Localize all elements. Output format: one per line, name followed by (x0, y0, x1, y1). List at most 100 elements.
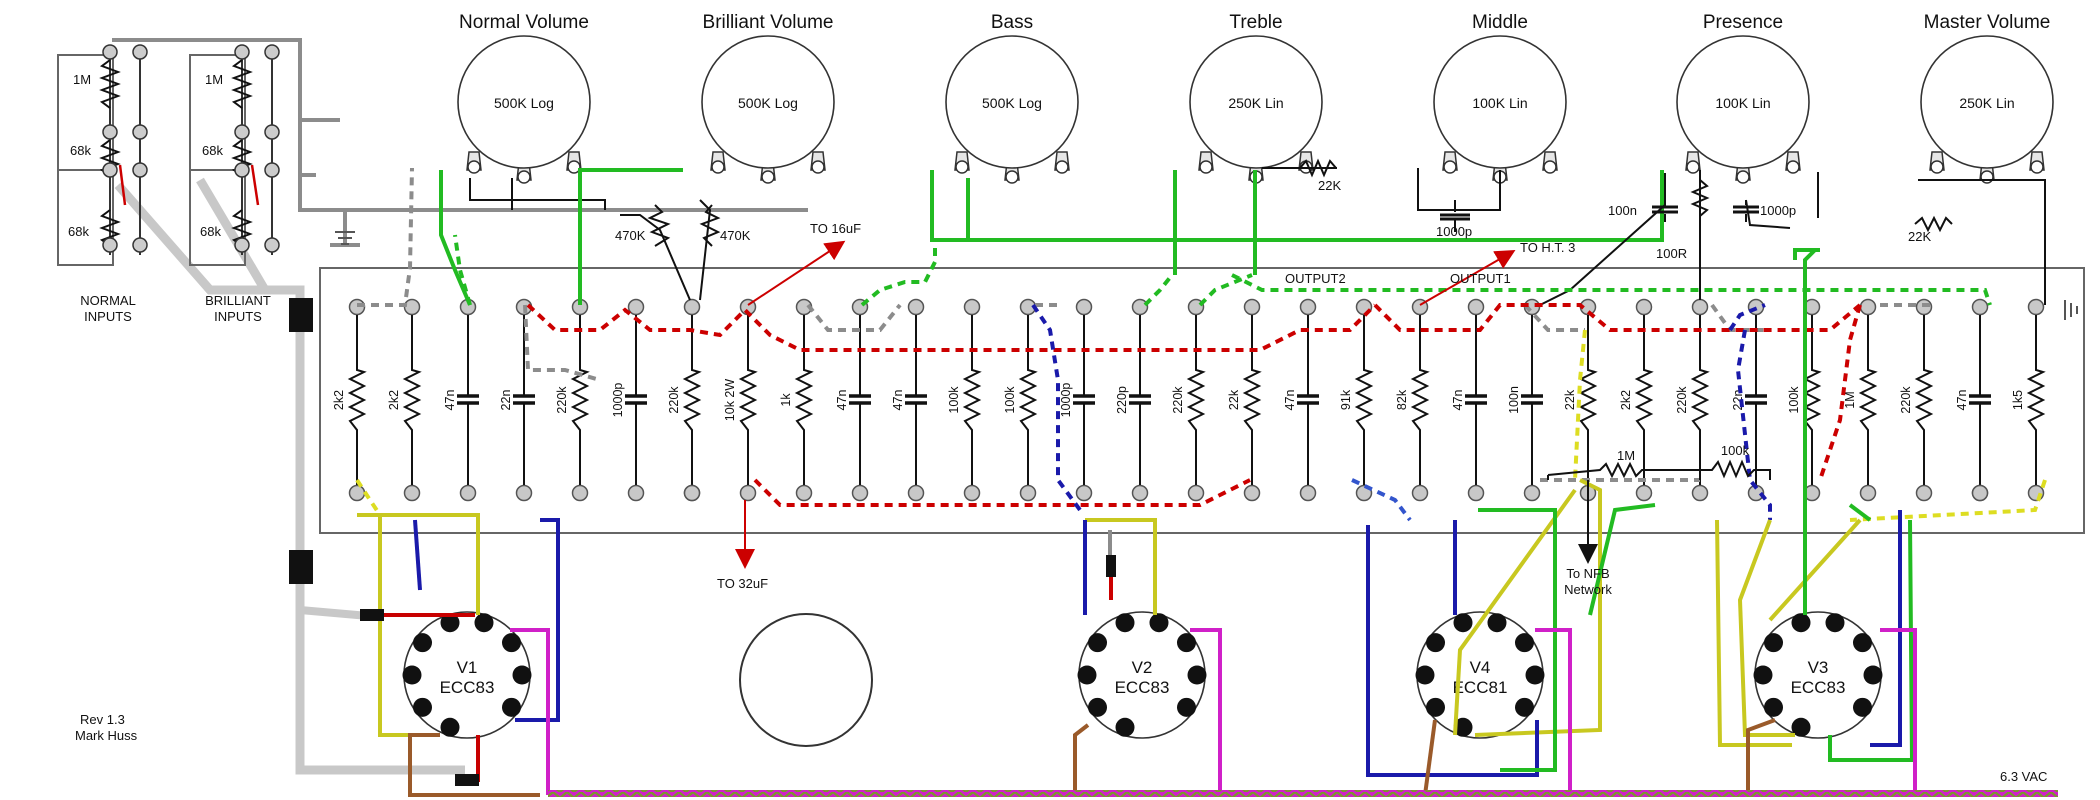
turret-lug (571, 484, 589, 502)
resistor-body (794, 315, 814, 485)
component-value: 47n (443, 390, 457, 411)
pot-lug-hole (1005, 170, 1019, 184)
turret-lug (1299, 298, 1317, 316)
tube-pin (1753, 665, 1773, 685)
turret-lug (1131, 484, 1149, 502)
component-value: 220k (1899, 386, 1913, 414)
component-value: 47n (835, 390, 849, 411)
board-resistor: 10k 2W (723, 298, 758, 502)
pot-body (457, 35, 591, 169)
board-resistor: 100k (947, 298, 982, 502)
input-68k-label: 68k (70, 143, 91, 158)
tube-pin (1077, 665, 1097, 685)
turret-lug (1691, 298, 1709, 316)
pot-title: Normal Volume (459, 12, 589, 33)
capacitor-plates (513, 394, 535, 405)
nfb-resistors (1547, 459, 1771, 480)
tube-pin (1487, 613, 1507, 633)
resistor-body (347, 315, 367, 485)
res-470k-label: 470K (720, 228, 751, 243)
board-capacitor: 47n (443, 298, 479, 502)
tube-pin (1088, 697, 1108, 717)
presence-100r-label: 100R (1656, 246, 1687, 261)
tube-pin (1514, 633, 1534, 653)
capacitor-plates (1745, 394, 1767, 405)
board-resistor: 1M (1843, 298, 1878, 502)
component-value: 10k 2W (723, 379, 737, 422)
turret-lug (1467, 298, 1485, 316)
pot-lug-hole (467, 160, 481, 174)
pot-value: 500K Log (738, 95, 798, 111)
tube-pin (1415, 665, 1435, 685)
pot-title: Master Volume (1924, 12, 2051, 33)
component-value: 220p (1115, 386, 1129, 414)
tube-pin (1852, 633, 1872, 653)
tube-pin (1525, 665, 1545, 685)
output2-label: OUTPUT2 (1285, 271, 1346, 286)
turret-lug (963, 484, 981, 502)
turret-lug (963, 298, 981, 316)
component-value: 220k (1171, 386, 1185, 414)
middle-1000p-label: 1000p (1436, 224, 1472, 239)
component-value: 47n (891, 390, 905, 411)
tube-pin (474, 613, 494, 633)
component-value: 1k (779, 393, 793, 407)
turret-lug (1299, 484, 1317, 502)
board-capacitor: 22n (499, 298, 535, 502)
tube-pin (1088, 633, 1108, 653)
tube-pin (1764, 697, 1784, 717)
capacitor-plates (1521, 394, 1543, 405)
output1-label: OUTPUT1 (1450, 271, 1511, 286)
board-resistor: 100k (1003, 298, 1038, 502)
pot-bass[interactable]: Bass 500K Log (945, 12, 1079, 184)
turret-lug (1411, 484, 1429, 502)
pot-lug-hole (811, 160, 825, 174)
normal-input-jacks: 1M 68k 68k NORMAL INPUTS (57, 44, 148, 324)
pot-lug-hole (1443, 160, 1457, 174)
turret-lug (1075, 298, 1093, 316)
component-value: 100n (1507, 386, 1521, 414)
tube-pin (1115, 613, 1135, 633)
to-nfb-label: To NFB (1566, 566, 1609, 581)
turret-lug (795, 484, 813, 502)
chassis-ground-symbol (335, 231, 355, 245)
pot-lug-hole (1980, 170, 1994, 184)
turret-lug (683, 298, 701, 316)
turret-lug (627, 484, 645, 502)
pot-value: 500K Log (982, 95, 1042, 111)
board-resistor: 1k5 (2011, 298, 2046, 502)
tube-pin (1187, 665, 1207, 685)
pot-lug-hole (1786, 160, 1800, 174)
pot-value: 500K Log (494, 95, 554, 111)
resistor-body (682, 315, 702, 485)
pot-lug-hole (1055, 160, 1069, 174)
turret-lug (1859, 298, 1877, 316)
turret-lug (739, 484, 757, 502)
board-dashed-wiring (355, 167, 2047, 522)
pot-value: 250K Lin (1228, 95, 1283, 111)
pot-title: Bass (991, 12, 1033, 33)
capacitor-plates (1465, 394, 1487, 405)
tube-pin (1791, 613, 1811, 633)
v2-shielded-grid-lead (1106, 555, 1116, 600)
component-value: 100k (1787, 386, 1801, 414)
component-value: 47n (1955, 390, 1969, 411)
filter-capacitor (739, 613, 873, 747)
supply-arrows (735, 240, 1598, 569)
resistor-body (1914, 315, 1934, 485)
board-capacitor: 1000p (1059, 298, 1095, 502)
ferrite-sleeve (289, 550, 313, 584)
middle-22k-label: 22K (1318, 178, 1341, 193)
tube-pin (1176, 633, 1196, 653)
board-resistor: 220k (1675, 298, 1710, 502)
turret-lug (1075, 484, 1093, 502)
to-nfb-label: Network (1564, 582, 1612, 597)
pot-normal-volume[interactable]: Normal Volume 500K Log (457, 12, 591, 184)
